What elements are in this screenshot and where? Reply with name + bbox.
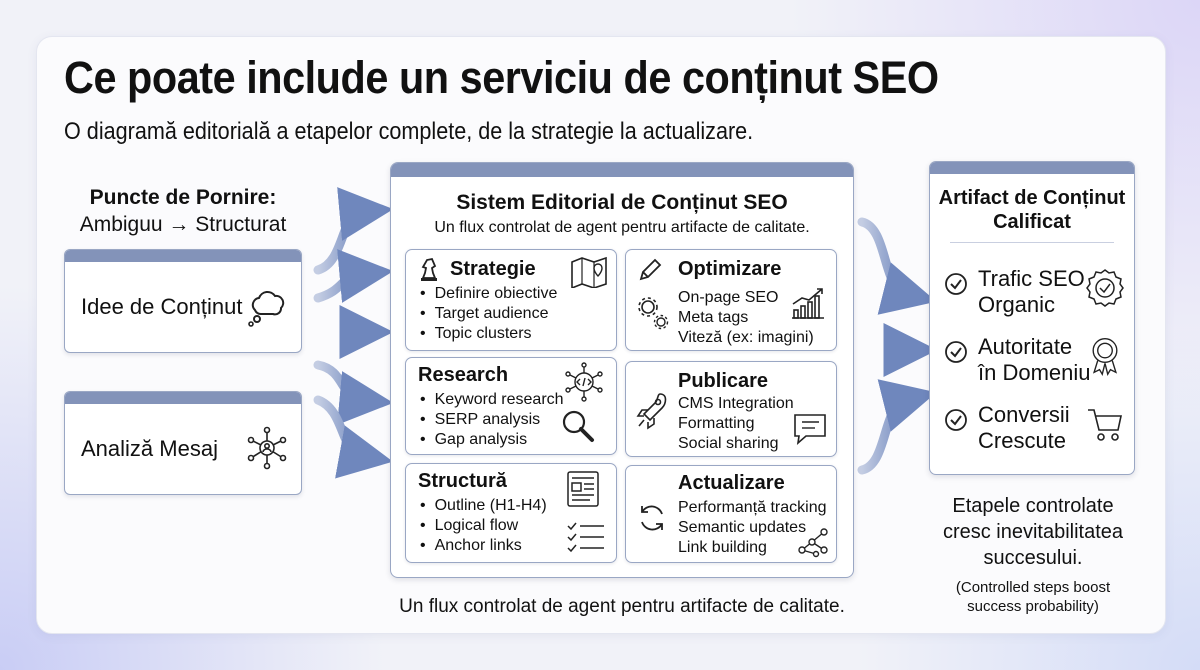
medal-icon	[1092, 338, 1118, 376]
panel-header-bar	[391, 163, 853, 177]
badge-icon	[1086, 269, 1124, 307]
module-item: Gap analysis	[420, 430, 564, 450]
bottom-caption: Un flux controlat de agent pentru artifa…	[399, 596, 845, 617]
cart-icon	[1088, 409, 1122, 441]
network-person-icon	[247, 426, 287, 470]
module-item: Anchor links	[420, 536, 547, 556]
arrow-in-4	[313, 360, 394, 425]
link-graph-icon	[798, 528, 828, 558]
input-label: Analiză Mesaj	[81, 436, 218, 461]
module-items: On-page SEO Meta tags Viteză (ex: imagin…	[678, 288, 814, 348]
module-strategie: Strategie Definire obiective Target audi…	[405, 249, 617, 351]
checklist-icon	[567, 522, 604, 553]
gears-icon	[638, 297, 669, 330]
module-items: Outline (H1-H4) Logical flow Anchor link…	[420, 496, 547, 556]
module-title: Publicare	[678, 370, 769, 392]
module-item: Performanță tracking	[678, 499, 827, 516]
start-points-heading: Puncte de Pornire: Ambiguu → Structurat	[66, 184, 300, 238]
module-item: On-page SEO	[678, 289, 779, 306]
start-heading: Puncte de Pornire:	[89, 186, 277, 209]
module-title: Strategie	[450, 258, 536, 280]
refresh-icon	[641, 505, 663, 531]
check-circle-icon	[945, 409, 967, 431]
module-item: Target audience	[420, 304, 557, 324]
module-item: Semantic updates	[678, 519, 807, 536]
module-items: CMS Integration Formatting Social sharin…	[678, 394, 794, 454]
arrow-in-2	[313, 249, 394, 303]
system-title: Sistem Editorial de Conținut SEO	[456, 191, 788, 214]
arrow-in-5	[313, 395, 393, 479]
module-item: Formatting	[678, 415, 755, 432]
module-item: Social sharing	[678, 435, 779, 452]
arrow-in-1	[313, 187, 394, 275]
module-title: Structură	[418, 470, 507, 492]
thought-cloud-icon	[248, 291, 285, 327]
conclusion-text: Etapele controlate cresc inevitabilitate…	[942, 495, 1124, 569]
module-items: Performanță tracking Semantic updates Li…	[678, 498, 827, 558]
module-title: Research	[418, 364, 509, 386]
input-message-analysis: Analiză Mesaj	[64, 391, 302, 495]
input-content-idea: Idee de Conținut	[64, 249, 302, 353]
module-item: CMS Integration	[678, 395, 794, 412]
input-header-bar	[65, 250, 301, 262]
module-actualizare: Actualizare Performanță tracking Semanti…	[625, 465, 837, 563]
module-title: Actualizare	[678, 472, 785, 494]
module-publicare: Publicare CMS Integration Formatting Soc…	[625, 361, 837, 457]
input-header-bar	[65, 392, 301, 404]
system-subtitle: Un flux controlat de agent pentru artifa…	[434, 219, 810, 236]
module-optimizare: Optimizare On-page SEO Meta tags Viteză …	[625, 249, 837, 351]
chat-icon	[794, 414, 826, 446]
module-items: Definire obiective Target audience Topic…	[420, 284, 558, 344]
output-title: Artifact de Conținut Calificat	[938, 187, 1126, 233]
chess-knight-icon	[421, 257, 437, 281]
module-research: Research Keyword research SERP analysis …	[405, 357, 617, 455]
check-circle-icon	[945, 273, 967, 295]
page-title: Ce poate include un serviciu de conținut…	[64, 52, 939, 103]
arrow-out-1	[857, 217, 937, 315]
divider	[950, 242, 1114, 243]
module-item: Viteză (ex: imagini)	[678, 329, 814, 346]
module-item: Link building	[678, 539, 767, 556]
module-item: SERP analysis	[420, 410, 564, 430]
panel-header-bar	[930, 162, 1134, 174]
editorial-system-panel: Sistem Editorial de Conținut SEO Un flux…	[390, 162, 854, 578]
module-items: Keyword research SERP analysis Gap analy…	[420, 390, 564, 450]
module-structura: Structură Outline (H1-H4) Logical flow A…	[405, 463, 617, 563]
module-item: Logical flow	[420, 516, 547, 536]
module-title: Optimizare	[678, 258, 782, 280]
module-item: Meta tags	[678, 309, 749, 326]
check-circle-icon	[945, 341, 967, 363]
module-item: Topic clusters	[420, 324, 557, 344]
arrow-out-3	[857, 379, 937, 475]
module-item: Outline (H1-H4)	[420, 496, 547, 516]
pencil-icon	[639, 258, 662, 281]
output-artifact-panel: Artifact de Conținut Calificat Trafic SE…	[929, 161, 1135, 475]
map-icon	[571, 256, 607, 288]
page-subtitle: O diagramă editorială a etapelor complet…	[64, 118, 754, 145]
module-item: Definire obiective	[420, 284, 558, 304]
module-item: Keyword research	[420, 390, 564, 410]
conclusion-note: (Controlled steps boost success probabil…	[955, 579, 1111, 615]
document-icon	[567, 471, 599, 507]
code-network-icon	[565, 362, 603, 402]
rocket-icon	[636, 393, 667, 430]
input-label: Idee de Conținut	[81, 294, 243, 319]
growth-chart-icon	[792, 288, 824, 319]
magnifier-icon	[562, 410, 594, 442]
start-subheading: Ambiguu → Structurat	[79, 213, 287, 236]
